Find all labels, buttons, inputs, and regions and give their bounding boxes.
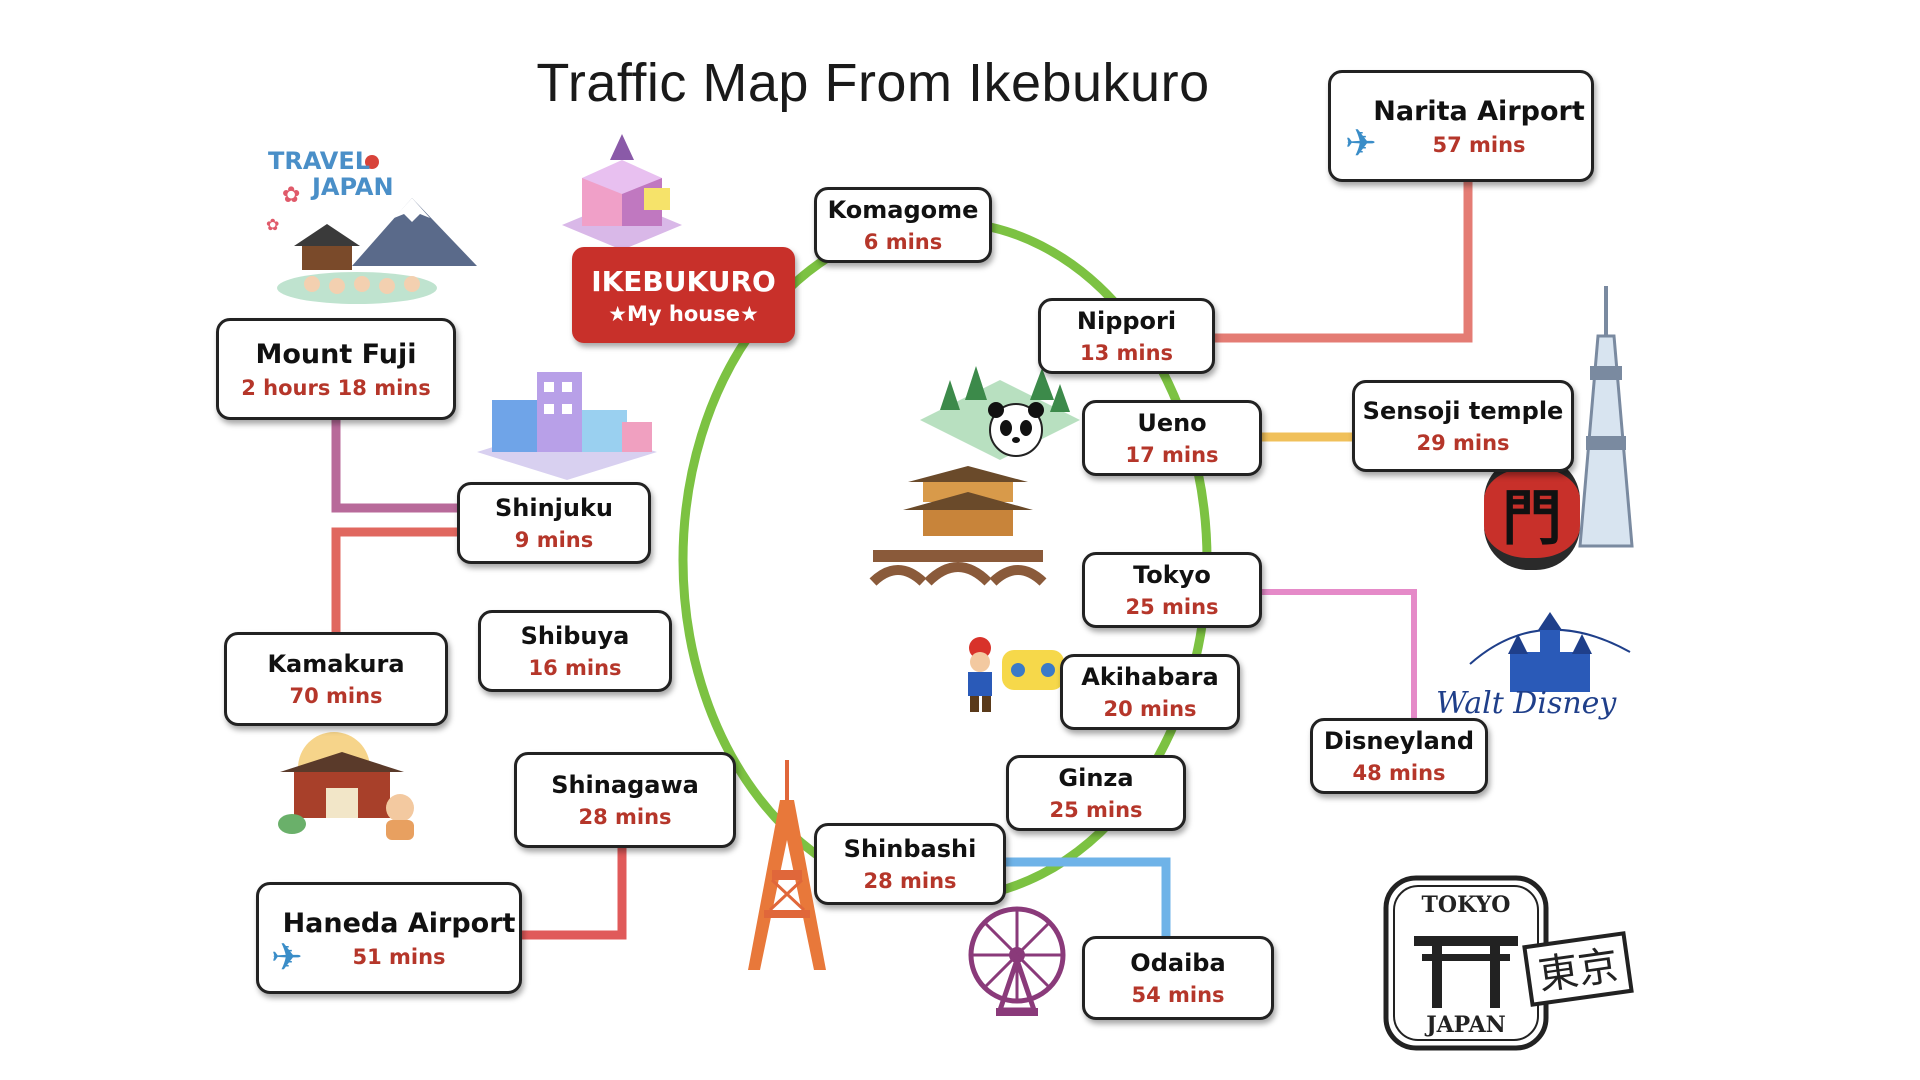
lantern-kanji: 門 bbox=[1502, 483, 1562, 554]
shinjuku-buildings-illustration bbox=[472, 352, 662, 487]
destination-time: 29 mins bbox=[1416, 431, 1510, 455]
svg-text:✿: ✿ bbox=[282, 182, 300, 207]
ferris-wheel-illustration bbox=[960, 900, 1075, 1025]
destination-name: Disneyland bbox=[1323, 727, 1475, 755]
tower-building-icon bbox=[562, 134, 682, 250]
station-time: 9 mins bbox=[514, 528, 594, 552]
disney-logo: Walt Disney bbox=[1436, 612, 1631, 732]
destination-odaiba[interactable]: Odaiba 54 mins bbox=[1082, 936, 1274, 1020]
disneyland-line bbox=[1262, 589, 1417, 718]
station-time: 25 mins bbox=[1049, 798, 1143, 822]
game-character-icon bbox=[968, 637, 1064, 712]
haneda-line bbox=[522, 820, 627, 940]
station-shibuya[interactable]: Shibuya 16 mins bbox=[478, 610, 672, 692]
airplane-icon: ✈ bbox=[1345, 123, 1377, 165]
station-name: Shinbashi bbox=[843, 835, 977, 863]
station-time: 28 mins bbox=[863, 869, 957, 893]
svg-text:✿: ✿ bbox=[266, 217, 279, 234]
station-komagome[interactable]: Komagome 6 mins bbox=[814, 187, 992, 263]
destination-time: 48 mins bbox=[1352, 761, 1446, 785]
station-name: Nippori bbox=[1076, 307, 1177, 335]
station-time: 6 mins bbox=[863, 230, 943, 254]
page-title: Traffic Map From Ikebukuro bbox=[536, 53, 1210, 113]
skytree-icon bbox=[1578, 286, 1634, 548]
panda-icon bbox=[920, 366, 1080, 460]
temple-icon bbox=[869, 466, 1047, 586]
stamp-top-text: TOKYO bbox=[1422, 892, 1511, 918]
skytree-lantern-illustration: 門 bbox=[1482, 286, 1642, 591]
station-time: 28 mins bbox=[578, 805, 672, 829]
torii-gate-icon: TOKYO JAPAN 東京 bbox=[1383, 875, 1634, 1051]
travel-badge-line2: JAPAN bbox=[312, 173, 394, 201]
station-name: Shinagawa bbox=[551, 771, 699, 799]
tokyo-tower-illustration bbox=[742, 760, 832, 980]
station-shinjuku[interactable]: Shinjuku 9 mins bbox=[457, 482, 651, 564]
city-buildings-icon bbox=[477, 372, 657, 480]
station-shinagawa[interactable]: Shinagawa 28 mins bbox=[514, 752, 736, 848]
destination-name: Mount Fuji bbox=[255, 338, 417, 370]
destination-sensoji-temple[interactable]: Sensoji temple 29 mins bbox=[1352, 380, 1574, 472]
station-name: Shibuya bbox=[520, 622, 630, 650]
station-akihabara[interactable]: Akihabara 20 mins bbox=[1060, 654, 1240, 730]
kamakura-shrine-illustration bbox=[272, 728, 427, 848]
destination-time: 54 mins bbox=[1131, 983, 1225, 1007]
destination-haneda-airport[interactable]: ✈ Haneda Airport 51 mins bbox=[256, 882, 522, 994]
destination-name: Kamakura bbox=[267, 650, 405, 678]
station-time: 17 mins bbox=[1125, 443, 1219, 467]
destination-narita-airport[interactable]: ✈ Narita Airport 57 mins bbox=[1328, 70, 1594, 182]
station-time: 16 mins bbox=[528, 656, 622, 680]
mount-fuji-line bbox=[331, 420, 457, 513]
narita-line bbox=[1215, 180, 1473, 343]
home-station-name: IKEBUKURO bbox=[591, 264, 776, 298]
station-ueno[interactable]: Ueno 17 mins bbox=[1082, 400, 1262, 476]
travel-badge-line1: TRAVEL bbox=[268, 147, 371, 175]
shrine-icon bbox=[278, 732, 414, 840]
destination-name: Sensoji temple bbox=[1362, 397, 1564, 425]
station-name: Shinjuku bbox=[494, 494, 614, 522]
home-station-subtitle: ★My house★ bbox=[608, 301, 759, 326]
destination-name: Odaiba bbox=[1130, 949, 1226, 977]
tokyo-tower-icon bbox=[748, 760, 826, 970]
destination-time: 70 mins bbox=[289, 684, 383, 708]
lantern-icon: 門 bbox=[1484, 456, 1580, 570]
temple-bridge-illustration bbox=[868, 462, 1048, 592]
destination-disneyland[interactable]: Disneyland 48 mins bbox=[1310, 718, 1488, 794]
disney-logo-text: Walt Disney bbox=[1436, 686, 1617, 721]
tokyo-japan-stamp: TOKYO JAPAN 東京 bbox=[1378, 870, 1638, 1060]
castle-icon bbox=[1469, 612, 1631, 692]
station-name: Ueno bbox=[1137, 409, 1207, 437]
station-ginza[interactable]: Ginza 25 mins bbox=[1006, 755, 1186, 831]
kamakura-line bbox=[331, 527, 457, 632]
ueno-park-illustration bbox=[920, 360, 1080, 475]
station-time: 13 mins bbox=[1079, 341, 1174, 365]
station-time: 25 mins bbox=[1125, 595, 1219, 619]
akihabara-game-illustration bbox=[958, 636, 1068, 721]
station-tokyo[interactable]: Tokyo 25 mins bbox=[1082, 552, 1262, 628]
destination-time: 51 mins bbox=[352, 944, 446, 969]
station-shinbashi[interactable]: Shinbashi 28 mins bbox=[814, 823, 1006, 905]
airplane-icon: ✈ bbox=[271, 937, 303, 979]
station-name: Tokyo bbox=[1133, 561, 1211, 589]
mountain-icon: ✿ ✿ bbox=[266, 155, 477, 304]
station-nippori[interactable]: Nippori 13 mins bbox=[1038, 298, 1215, 374]
station-time: 20 mins bbox=[1103, 697, 1197, 721]
station-name: Ginza bbox=[1058, 764, 1134, 792]
odaiba-line bbox=[1006, 857, 1171, 936]
destination-time: 2 hours 18 mins bbox=[241, 375, 431, 400]
destination-time: 57 mins bbox=[1432, 132, 1526, 157]
destination-mount-fuji[interactable]: Mount Fuji 2 hours 18 mins bbox=[216, 318, 456, 420]
stamp-bottom-text: JAPAN bbox=[1424, 1012, 1506, 1038]
home-station-ikebukuro[interactable]: IKEBUKURO ★My house★ bbox=[572, 247, 795, 343]
destination-name: Haneda Airport bbox=[282, 907, 516, 939]
ikebukuro-building-illustration bbox=[552, 130, 692, 260]
travel-japan-illustration: ✿ ✿ TRAVEL JAPAN bbox=[262, 148, 487, 308]
destination-name: Narita Airport bbox=[1373, 95, 1585, 127]
station-name: Akihabara bbox=[1081, 663, 1219, 691]
ferris-wheel-icon bbox=[968, 906, 1066, 1016]
stamp-kanji: 東京 bbox=[1535, 943, 1621, 1000]
station-name: Komagome bbox=[827, 196, 979, 224]
destination-kamakura[interactable]: Kamakura 70 mins bbox=[224, 632, 448, 726]
